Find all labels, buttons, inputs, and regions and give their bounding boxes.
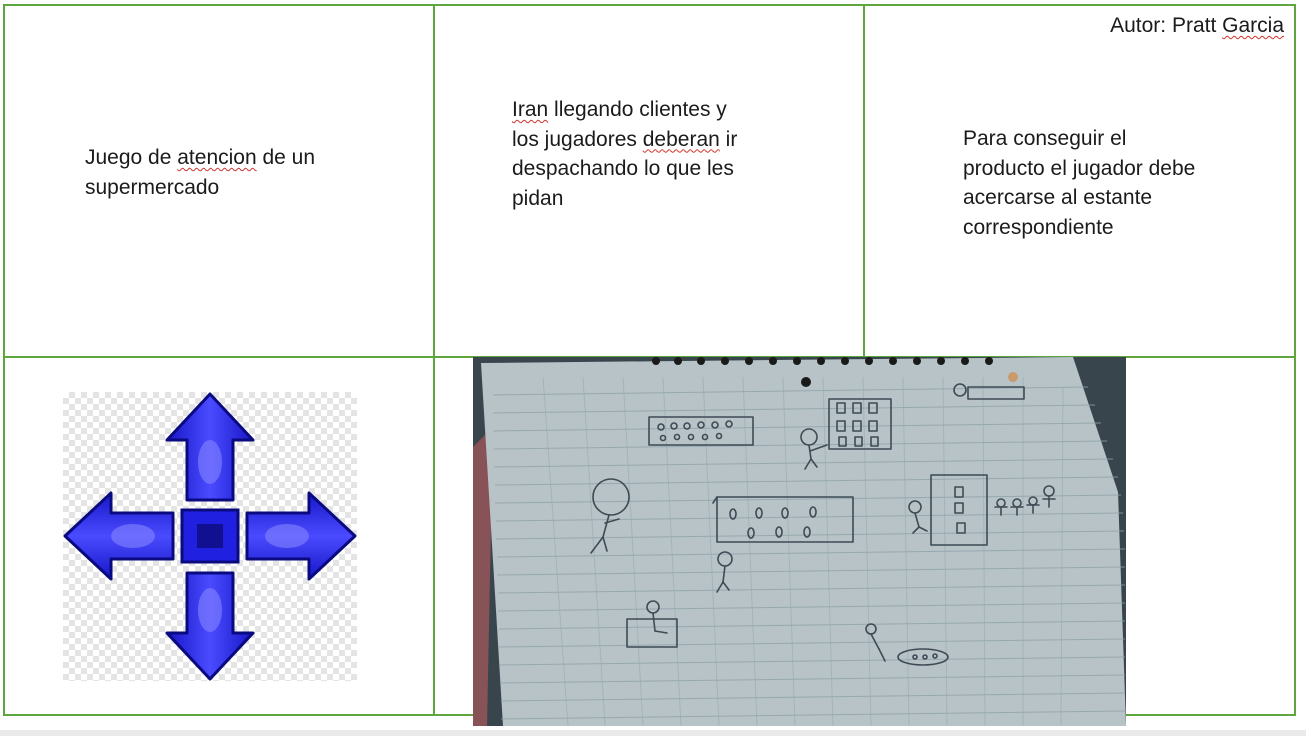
- hand-drawn-sketch: [473, 357, 1126, 726]
- cell-2-line-2: los jugadores deberan ir: [512, 127, 738, 151]
- bottom-strip: [0, 730, 1306, 736]
- cell-3-line-1: Para conseguir el: [963, 127, 1127, 150]
- cell-2-line-1: Iran llegando clientes y: [512, 98, 727, 121]
- table-border-right: [1294, 4, 1296, 716]
- spellcheck-word: atencion: [177, 146, 257, 169]
- cell-2-line-4: pidan: [512, 186, 564, 210]
- cell-3-text[interactable]: Para conseguir el producto el jugador de…: [963, 124, 1283, 242]
- sketch-photo[interactable]: [473, 357, 1126, 726]
- table-border-left: [3, 4, 5, 716]
- table-border-col1: [433, 4, 435, 716]
- cell-1-line-1: Juego de atencion de un: [85, 146, 316, 169]
- table-border-col2: [863, 4, 865, 358]
- author-surname: Garcia: [1222, 14, 1284, 37]
- spellcheck-word: Iran: [512, 98, 549, 121]
- spellcheck-word: deberan: [642, 127, 720, 151]
- cell-1-text[interactable]: Juego de atencion de un supermercado: [85, 143, 405, 202]
- cell-3-line-2: producto el jugador debe: [963, 156, 1196, 180]
- author-label: Autor: Pratt Garcia: [1110, 14, 1284, 37]
- table-border-top: [3, 4, 1296, 6]
- cell-3-line-3: acercarse al estante: [963, 186, 1153, 209]
- cell-1-line-2: supermercado: [85, 175, 220, 199]
- four-direction-arrows-icon: [63, 392, 357, 681]
- cell-2-text[interactable]: Iran llegando clientes y los jugadores d…: [512, 95, 842, 213]
- cell-2-line-3: despachando lo que les: [512, 157, 734, 180]
- arrows-image[interactable]: [63, 392, 357, 681]
- cell-3-line-4: correspondiente: [963, 215, 1114, 239]
